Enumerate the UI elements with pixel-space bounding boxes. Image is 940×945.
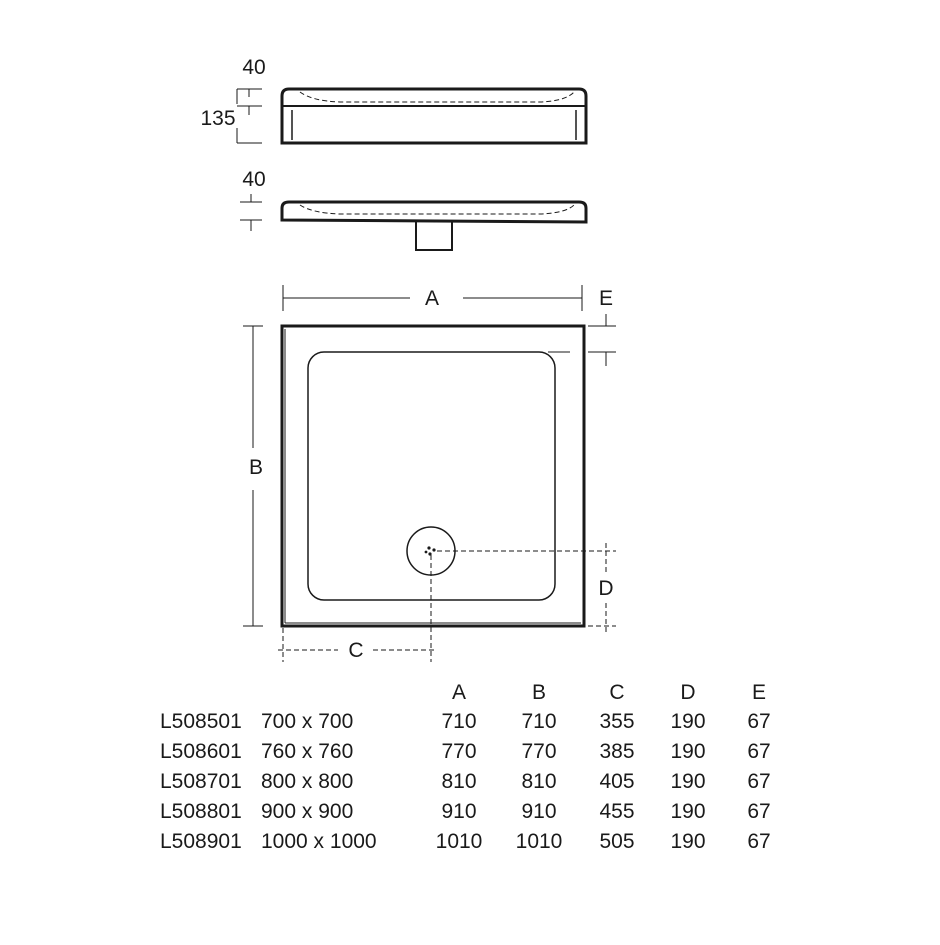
cell-b: 710 [521,710,556,733]
header-b: B [532,681,546,704]
dim-a-label: A [425,287,439,310]
dim-b-label: B [249,456,263,479]
table-row: L508701 800 x 800 810 810 405 190 67 [160,770,771,793]
dim-c-label: C [348,639,363,662]
cell-e: 67 [747,770,770,793]
cell-a: 710 [441,710,476,733]
cell-e: 67 [747,710,770,733]
row-code: L508501 [160,710,242,733]
waste-grate-icon [424,546,436,556]
section-rim-height-label: 40 [242,168,265,191]
row-size: 800 x 800 [261,770,353,793]
row-size: 700 x 700 [261,710,353,733]
cell-a: 810 [441,770,476,793]
header-d: D [680,681,695,704]
total-height-label: 135 [200,107,235,130]
cell-e: 67 [747,740,770,763]
table-row: L508601 760 x 760 770 770 385 190 67 [160,740,771,763]
dim-d-label: D [598,577,613,600]
dimension-a [282,285,583,311]
row-size: 900 x 900 [261,800,353,823]
table-row: L508501 700 x 700 710 710 355 190 67 [160,710,771,733]
cell-b: 770 [521,740,556,763]
cell-c: 355 [599,710,634,733]
side-profile-view [236,87,588,145]
cell-e: 67 [747,800,770,823]
cell-a: 770 [441,740,476,763]
cell-c: 455 [599,800,634,823]
cell-a: 1010 [436,830,483,853]
header-e: E [752,681,766,704]
cell-d: 190 [670,800,705,823]
cell-a: 910 [441,800,476,823]
row-code: L508701 [160,770,242,793]
cell-d: 190 [670,770,705,793]
side-section-view [240,194,588,251]
row-code: L508801 [160,800,242,823]
cell-b: 1010 [516,830,563,853]
cell-c: 505 [599,830,634,853]
row-size: 760 x 760 [261,740,353,763]
plan-view [280,324,586,628]
row-code: L508901 [160,830,242,853]
cell-d: 190 [670,710,705,733]
cell-c: 405 [599,770,634,793]
cell-b: 910 [521,800,556,823]
dimension-b [243,325,263,627]
cell-e: 67 [747,830,770,853]
cell-b: 810 [521,770,556,793]
cell-d: 190 [670,830,705,853]
cell-c: 385 [599,740,634,763]
size-table: A B C D E L508501 700 x 700 710 710 355 … [160,681,771,853]
dimension-d [437,543,616,634]
table-header: A B C D E [452,681,766,704]
header-c: C [609,681,624,704]
row-code: L508601 [160,740,242,763]
cell-d: 190 [670,740,705,763]
rim-height-label: 40 [242,56,265,79]
row-size: 1000 x 1000 [261,830,377,853]
dim-e-label: E [599,287,613,310]
table-row: L508901 1000 x 1000 1010 1010 505 190 67 [160,830,771,853]
dimension-e [588,314,616,366]
table-row: L508801 900 x 900 910 910 455 190 67 [160,800,771,823]
header-a: A [452,681,466,704]
dimension-c [278,555,436,662]
